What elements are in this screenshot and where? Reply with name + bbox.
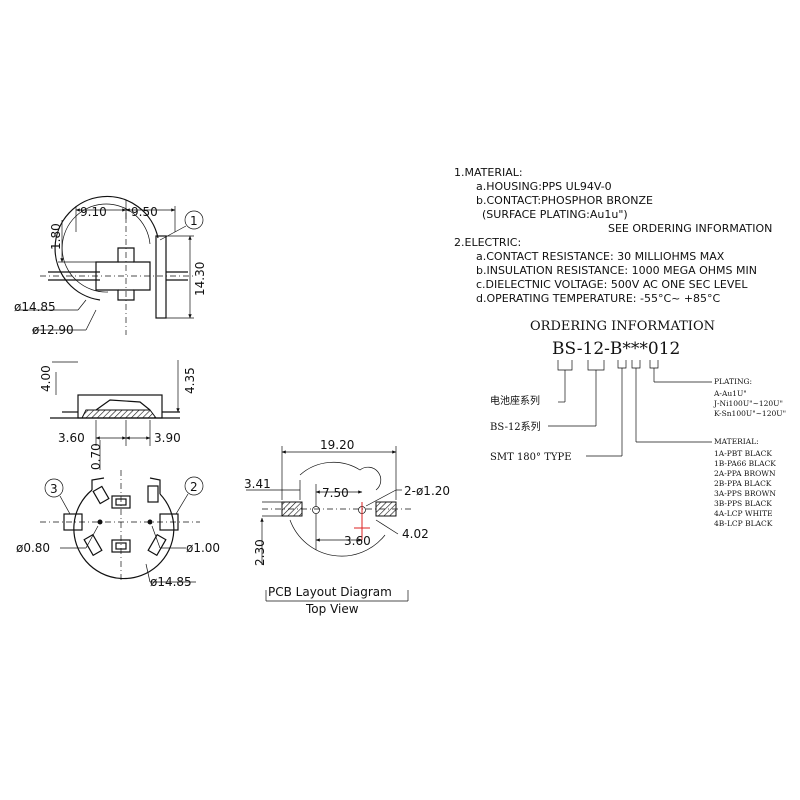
pcb-hole-left (312, 506, 320, 514)
label-battery-holder: 电池座系列 (490, 394, 540, 407)
spec-contact: b.CONTACT:PHOSPHOR BRONZE (476, 194, 653, 207)
spec-housing: a.HOUSING:PPS UL94V-0 (476, 180, 612, 193)
part-number: BS-12-B***012 (552, 339, 680, 359)
mat-2b: 2B-PPA BLACK (714, 479, 772, 488)
spec-contact-resistance: a.CONTACT RESISTANCE: 30 MILLIOHMS MAX (476, 250, 725, 263)
dim-4-35: 4.35 (183, 367, 197, 394)
ordering-title: ORDERING INFORMATION (530, 319, 715, 334)
pcb-outline-top (299, 461, 382, 491)
spec-dielectric: c.DIELECTNIC VOLTAGE: 500V AC ONE SEC LE… (476, 278, 748, 291)
contact-bracket (155, 235, 167, 319)
callout-1: 1 (190, 214, 198, 228)
side-contact-hatch (81, 409, 157, 419)
dim-19-20: 19.20 (320, 438, 354, 452)
dim-dia-1-00: ø1.00 (186, 541, 220, 555)
mat-4a: 4A-LCP WHITE (714, 509, 773, 518)
dim-3-41: 3.41 (244, 477, 271, 491)
mat-3b: 3B-PPS BLACK (714, 499, 772, 508)
callout-2-circle (184, 476, 204, 496)
dim-2-30: 2.30 (253, 539, 267, 566)
pcb-layout: 19.20 3.41 7.50 2-ø1.20 2.30 3.60 4.02 P… (244, 438, 450, 616)
specifications: 1.MATERIAL: a.HOUSING:PPS UL94V-0 b.CONT… (454, 166, 772, 305)
ordering-information: ORDERING INFORMATION BS-12-B***012 电池座系列… (490, 319, 786, 528)
pcb-subtitle: Top View (305, 602, 359, 616)
spec-plating: (SURFACE PLATING:Au1u") (482, 208, 628, 221)
dim-dia-14-85-top: ø14.85 (14, 300, 56, 314)
callout-3: 3 (50, 482, 58, 496)
spec-electric-heading: 2.ELECTRIC: (454, 236, 521, 249)
dim-1-80: 1.80 (49, 223, 63, 250)
mat-3a: 3A-PPS BROWN (714, 489, 776, 498)
callout-2: 2 (190, 480, 198, 494)
dim-0-70: 0.70 (89, 443, 103, 470)
spec-temperature: d.OPERATING TEMPERATURE: -55°C~ +85°C (476, 292, 721, 305)
bottom-outline (73, 489, 175, 580)
dim-4-00: 4.00 (39, 365, 53, 392)
dim-9-50: 9.50 (131, 205, 158, 219)
dim-2-dia-1-20: 2-ø1.20 (404, 484, 450, 498)
spec-see-ordering: SEE ORDERING INFORMATION (608, 222, 772, 235)
plating-a: A-Au1U" (713, 389, 747, 398)
label-smt-type: SMT 180° TYPE (490, 452, 572, 463)
mat-1a: 1A-PBT BLACK (714, 449, 772, 458)
plating-j: J-Ni100U"~120U" (713, 399, 783, 408)
dim-3-60-pcb: 3.60 (344, 534, 371, 548)
material-heading: MATERIAL: (714, 437, 759, 446)
battery-outline (61, 203, 151, 293)
dim-14-30: 14.30 (193, 262, 207, 296)
spec-material-heading: 1.MATERIAL: (454, 166, 523, 179)
mat-4b: 4B-LCP BLACK (714, 519, 773, 528)
label-series: BS-12系列 (490, 420, 541, 433)
mat-1b: 1B-PA66 BLACK (714, 459, 776, 468)
dim-9-10: 9.10 (80, 205, 107, 219)
spec-insulation: b.INSULATION RESISTANCE: 1000 MEGA OHMS … (476, 264, 757, 277)
bottom-view: 3 2 ø0.80 ø1.00 ø14.85 (16, 470, 220, 589)
mat-2a: 2A-PPA BROWN (714, 469, 776, 478)
dim-dia-0-80: ø0.80 (16, 541, 50, 555)
dim-7-50: 7.50 (322, 486, 349, 500)
callout-1-circle (184, 210, 204, 230)
dim-dia-14-85-bottom: ø14.85 (150, 575, 192, 589)
plating-heading: PLATING: (714, 377, 752, 386)
dim-3-60-side: 3.60 (58, 431, 85, 445)
dim-4-02: 4.02 (402, 527, 429, 541)
top-view: 9.10 9.50 1.80 14.30 1 ø14.85 ø12.90 (14, 195, 207, 337)
callout-3-circle (44, 478, 64, 498)
dim-dia-12-90: ø12.90 (32, 323, 74, 337)
plating-k: K-Sn100U"~120U" (714, 409, 786, 418)
side-view: 4.00 4.35 3.60 3.90 0.70 (39, 360, 197, 470)
dim-3-90: 3.90 (154, 431, 181, 445)
pcb-title: PCB Layout Diagram (268, 585, 392, 599)
